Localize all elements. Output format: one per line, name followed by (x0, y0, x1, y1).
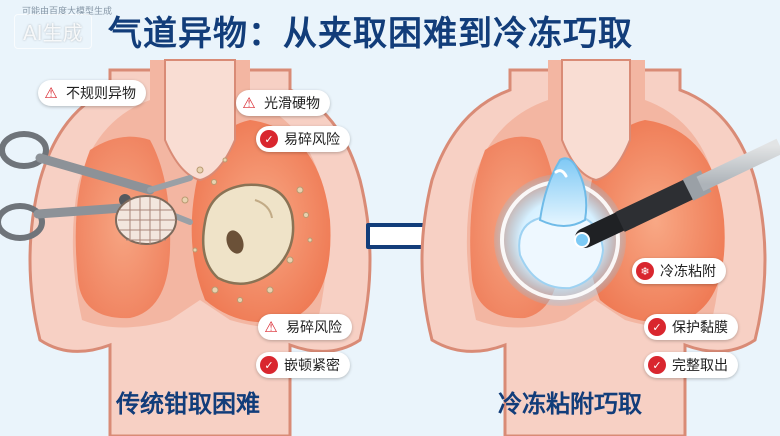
warning-icon: ⚠ (42, 84, 60, 102)
tag-complete-removal: ✓ 完整取出 (644, 352, 738, 378)
tag-label: 不规则异物 (66, 86, 136, 102)
ai-generated-watermark: AI生成 (14, 14, 92, 49)
tag-cryo-adhesion: ❄ 冷冻粘附 (632, 258, 726, 284)
tag-tightly-impacted: ✓ 嵌顿紧密 (256, 352, 350, 378)
check-icon: ✓ (260, 356, 278, 374)
tag-label: 完整取出 (672, 358, 728, 374)
debris-fragments (181, 157, 313, 303)
frozen-foreign-body (494, 157, 626, 306)
mesh-basket (115, 195, 177, 245)
tag-smooth-hard-object: ⚠ 光滑硬物 (236, 90, 330, 116)
cryoprobe (574, 138, 780, 248)
tag-label: 易碎风险 (284, 132, 340, 148)
check-icon: ✓ (648, 356, 666, 374)
snowflake-icon: ❄ (636, 262, 654, 280)
tag-irregular-object: ⚠ 不规则异物 (38, 80, 146, 106)
tag-fragile-risk-lower: ⚠ 易碎风险 (258, 314, 352, 340)
right-caption: 冷冻粘附巧取 (498, 390, 642, 418)
left-airway (28, 59, 372, 436)
tag-label: 易碎风险 (286, 320, 342, 336)
warning-icon: ⚠ (262, 318, 280, 336)
check-icon: ✓ (260, 130, 278, 148)
left-caption: 传统钳取困难 (116, 390, 260, 418)
warning-icon: ⚠ (240, 94, 258, 112)
page-title: 气道异物：从夹取困难到冷冻巧取 (108, 14, 633, 54)
tag-label: 嵌顿紧密 (284, 358, 340, 374)
check-icon: ✓ (648, 318, 666, 336)
tag-protect-mucosa: ✓ 保护黏膜 (644, 314, 738, 340)
foreign-body (201, 183, 295, 285)
tag-fragile-risk: ✓ 易碎风险 (256, 126, 350, 152)
tag-label: 光滑硬物 (264, 96, 320, 112)
watermark-subtitle: 可能由百度大模型生成 (22, 7, 113, 17)
tag-label: 冷冻粘附 (660, 264, 716, 280)
tag-label: 保护黏膜 (672, 320, 728, 336)
